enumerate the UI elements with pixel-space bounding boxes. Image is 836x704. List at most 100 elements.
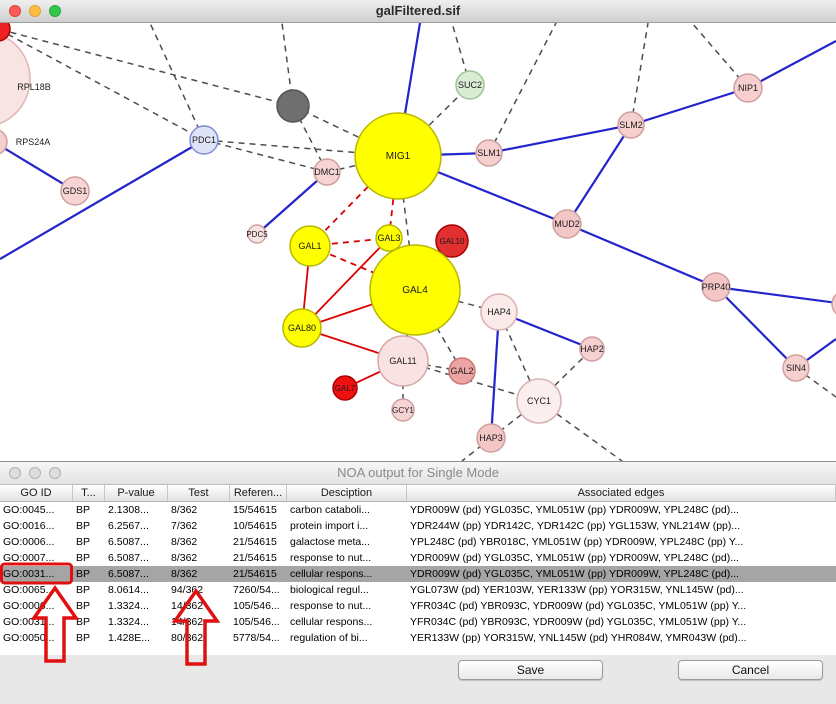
node-label-gal3: GAL3 [377,233,400,243]
column-header-p-value[interactable]: P-value [105,485,168,501]
zoom-icon[interactable] [49,467,61,479]
minimize-icon[interactable] [29,5,41,17]
table-cell-description: cellular respons... [290,616,373,628]
node-pdc1[interactable] [189,125,219,155]
table-cell-go-id: GO:0006... [3,536,55,548]
node-label-rps24a: RPS24A [16,137,51,147]
node-label-pdc5: PDC5 [246,230,268,239]
table-cell-test: 14/362 [171,616,204,628]
table-cell-go-id: GO:0007... [3,552,55,564]
node-gal4[interactable] [369,244,461,336]
node-gal1[interactable] [289,225,331,267]
noa-window-titlebar[interactable]: NOA output for Single Mode [0,462,836,485]
minimize-icon[interactable] [29,467,41,479]
node-hap2[interactable] [579,336,605,362]
node-gal7[interactable] [332,375,358,401]
node-gal2[interactable] [448,357,476,385]
table-cell-description: carbon cataboli... [290,504,370,516]
network-window-titlebar[interactable]: galFiltered.sif [0,0,836,23]
table-cell-associated-edges: YER133W (pp) YOR315W, YNL145W (pd) YHR08… [410,632,747,644]
node-suc2[interactable] [455,70,485,100]
window-title: galFiltered.sif [375,3,461,18]
node-label-mud2: MUD2 [554,219,580,229]
column-header-reference[interactable]: Referen... [230,485,287,501]
node-sin4[interactable] [782,354,810,382]
edge-GAL1-GAL4 [309,245,416,291]
table-cell-type: BP [76,600,91,612]
node-rpl18b[interactable] [0,31,31,127]
edge-MUD2-SLM2 [566,124,632,225]
node-hap3[interactable] [476,423,506,453]
table-cell-description: response to nut... [290,552,372,564]
node-label-gal80: GAL80 [288,323,316,333]
node-edge_r[interactable] [831,291,836,317]
zoom-icon[interactable] [49,5,61,17]
table-cell-type: BP [76,632,91,644]
edge-PDC1-offscreen [149,23,205,141]
node-dmc1[interactable] [313,158,341,186]
table-cell-p-value: 6.5087... [108,536,149,548]
node-gds1[interactable] [60,176,90,206]
table-cell-test: 94/362 [171,584,204,596]
column-header-go-id[interactable]: GO ID [0,485,73,501]
save-button[interactable]: Save [458,660,603,680]
edge-SLM2-NIP1 [630,86,749,127]
node-pdc5[interactable] [247,224,267,244]
table-cell-description: response to nut... [290,600,372,612]
edge-PRP40-SIN4 [715,286,797,369]
node-mud2[interactable] [552,209,582,239]
node-rps24a[interactable] [0,129,8,155]
node-hap4[interactable] [480,293,518,331]
node-cyc1[interactable] [516,378,562,424]
cancel-button[interactable]: Cancel [678,660,823,680]
table-cell-reference: 105/546... [233,616,280,628]
column-header-description[interactable]: Desciption [287,485,407,501]
node-corner_red[interactable] [0,23,11,42]
node-label-hap4: HAP4 [487,307,511,317]
node-label-prp40: PRP40 [702,282,731,292]
node-gal80[interactable] [282,308,322,348]
column-header-test[interactable]: Test [168,485,230,501]
table-cell-description: regulation of bi... [290,632,368,644]
table-cell-associated-edges: YDR009W (pd) YGL035C, YML051W (pp) YDR00… [410,504,739,516]
column-header-type[interactable]: T... [73,485,105,501]
node-slm1[interactable] [475,139,503,167]
edge-MIG1-GRAY [292,105,399,157]
node-gcy1[interactable] [391,398,415,422]
node-nip1[interactable] [733,73,763,103]
node-slm2[interactable] [617,111,645,139]
edge-NIP1-offscreen [747,40,836,89]
table-cell-reference: 10/54615 [233,520,277,532]
node-mig1[interactable] [354,112,442,200]
node-label-slm2: SLM2 [619,120,643,130]
table-cell-type: BP [76,584,91,596]
node-gal3[interactable] [375,224,403,252]
node-label-pdc1: PDC1 [192,135,216,145]
edge-PRP40-EDGE_R [715,285,836,304]
table-cell-test: 7/362 [171,520,198,532]
table-cell-type: BP [76,520,91,532]
table-cell-test: 14/362 [171,600,204,612]
column-header-associated-edges[interactable]: Associated edges [407,485,836,501]
node-gal10[interactable] [435,224,469,258]
node-gray[interactable] [276,89,310,123]
node-label-dmc1: DMC1 [314,167,340,177]
close-icon[interactable] [9,5,21,17]
node-label-hap3: HAP3 [479,433,503,443]
node-prp40[interactable] [701,272,731,302]
node-gal11[interactable] [377,335,429,387]
close-icon[interactable] [9,467,21,479]
